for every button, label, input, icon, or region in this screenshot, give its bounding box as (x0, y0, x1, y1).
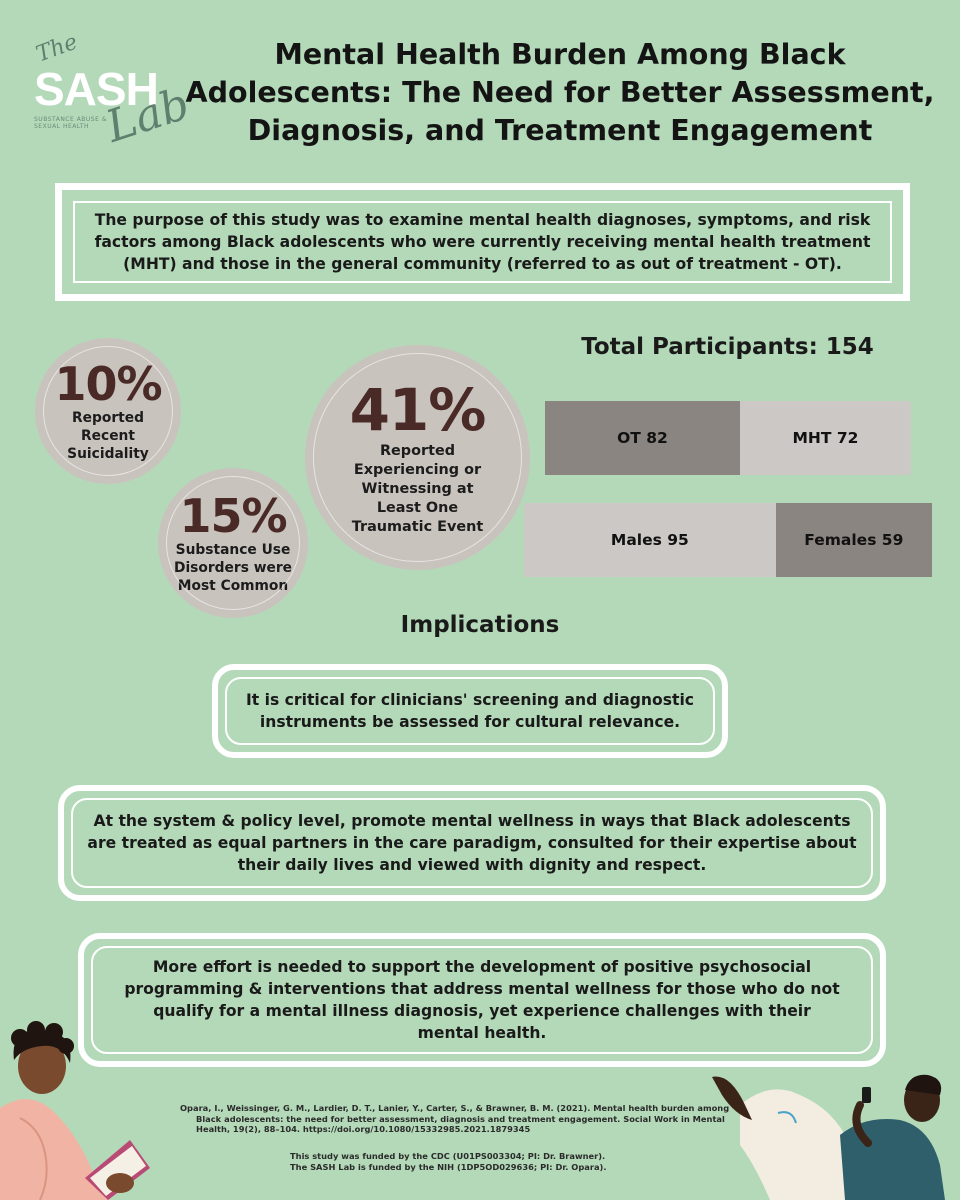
citation-line-2: Black adolescents: the need for better a… (196, 1113, 725, 1135)
bar-label-males: Males 95 (610, 531, 689, 549)
implication-box-2: At the system & policy level, promote me… (58, 785, 886, 901)
bar-segment-males: Males 95 (524, 503, 776, 577)
citation: Opara, I., Weissinger, G. M., Lardier, D… (180, 1103, 740, 1135)
implication-box-1-inner (225, 677, 715, 745)
stat-trauma: 41% Reported Experiencing or Witnessing … (305, 345, 530, 570)
purpose-box: The purpose of this study was to examine… (55, 183, 910, 301)
stat-suicidality: 10% Reported Recent Suicidality (35, 338, 181, 484)
stat-trauma-value: 41% (349, 376, 487, 444)
citation-line-1: Opara, I., Weissinger, G. M., Lardier, D… (180, 1103, 730, 1113)
sash-lab-logo: The SASH SUBSTANCE ABUSE & SEXUAL HEALTH… (22, 30, 195, 160)
bar-segment-mht: MHT 72 (739, 401, 911, 475)
gender-bar: Males 95 Females 59 (524, 503, 932, 577)
implication-box-3-inner (91, 946, 873, 1054)
funding-note: This study was funded by the CDC (U01PS0… (290, 1151, 690, 1172)
participants-title: Total Participants: 154 (581, 334, 874, 360)
stat-suicidality-label: Reported Recent Suicidality (67, 410, 149, 462)
treatment-bar: OT 82 MHT 72 (545, 401, 911, 475)
implication-text-3: More effort is needed to support the dev… (124, 958, 840, 1042)
bar-label-mht: MHT 72 (792, 429, 859, 447)
page-title: Mental Health Burden Among Black Adolesc… (185, 38, 935, 147)
funding-line-2: The SASH Lab is funded by the NIH (1DP5O… (290, 1161, 607, 1172)
bar-label-ot: OT 82 (617, 429, 668, 447)
bar-segment-females: Females 59 (775, 503, 932, 577)
stat-substance-label: Substance Use Disorders were Most Common (174, 542, 292, 594)
bar-label-females: Females 59 (804, 531, 904, 549)
implication-box-2-inner (71, 798, 873, 888)
stat-substance: 15% Substance Use Disorders were Most Co… (158, 468, 308, 618)
funding-line-1: This study was funded by the CDC (U01PS0… (290, 1151, 606, 1161)
purpose-text: The purpose of this study was to examine… (94, 211, 871, 273)
implication-text-1: It is critical for clinicians' screening… (245, 691, 695, 731)
purpose-inner-border (73, 201, 892, 283)
implications-title: Implications (400, 612, 560, 638)
person-with-phone-illustration (712, 1074, 945, 1200)
implication-box-3: More effort is needed to support the dev… (78, 933, 886, 1067)
implication-box-1: It is critical for clinicians' screening… (212, 664, 728, 758)
stat-substance-value: 15% (179, 489, 287, 543)
woman-reading-illustration (0, 1021, 150, 1200)
bar-segment-ot: OT 82 (545, 401, 740, 475)
implication-text-2: At the system & policy level, promote me… (87, 812, 857, 874)
logo-sash-text: SASH (34, 63, 159, 115)
logo-tagline: SUBSTANCE ABUSE & SEXUAL HEALTH (34, 116, 107, 130)
stat-trauma-label: Reported Experiencing or Witnessing at L… (351, 443, 484, 535)
stat-suicidality-value: 10% (54, 357, 162, 411)
